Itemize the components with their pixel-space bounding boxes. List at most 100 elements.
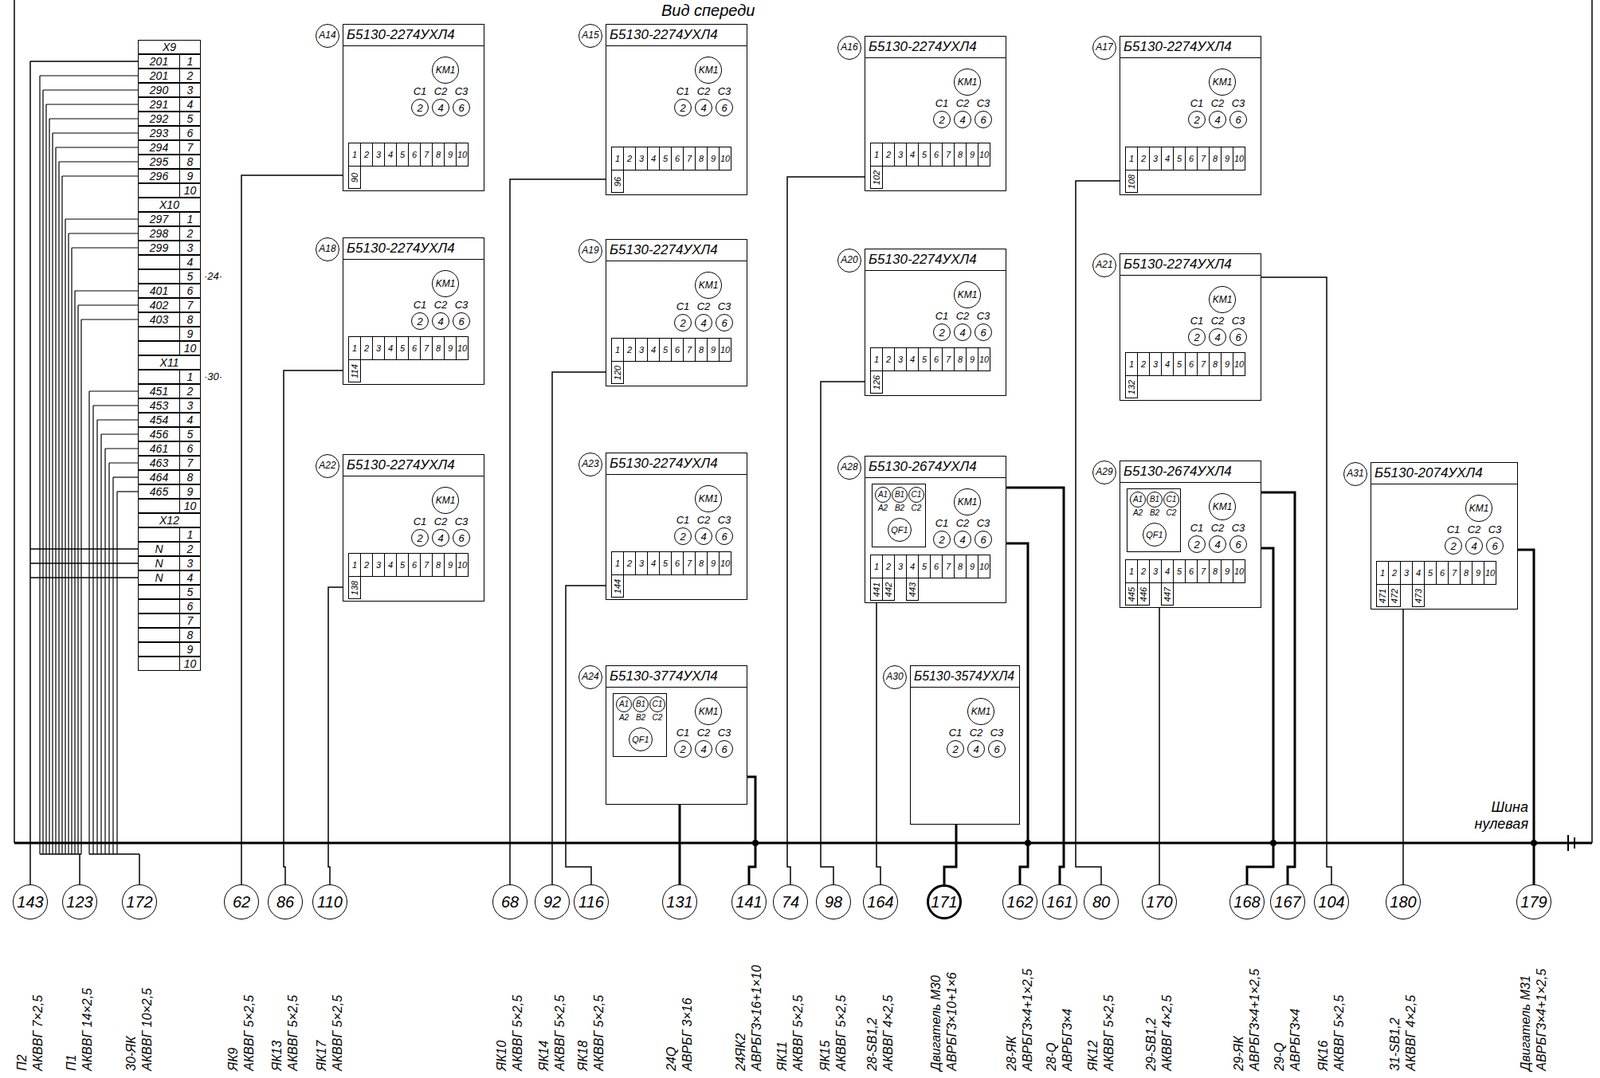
contact-label: C3	[1484, 523, 1506, 536]
pole-terminal: A1	[1129, 491, 1146, 508]
wire-number: 453	[137, 398, 181, 413]
wire-number-cell: 446	[1137, 582, 1150, 606]
contact-terminal-text: 4	[1214, 539, 1220, 550]
strip-number: 10	[718, 337, 732, 362]
strip-number: 7	[419, 142, 433, 167]
terminal-block-header: X9	[137, 39, 201, 55]
contact-terminal: 6	[715, 313, 734, 332]
strip-number: 9	[965, 142, 979, 167]
pole-label: A2	[1129, 508, 1147, 518]
contact-terminal: 4	[1208, 328, 1227, 346]
wire	[116, 491, 118, 855]
contact-terminal-text: 4	[700, 744, 706, 755]
wire-number: 290	[137, 82, 181, 98]
wire-number: 445	[1126, 586, 1137, 601]
contact-terminal: 6	[1486, 537, 1504, 555]
contact-label: C3	[1227, 97, 1249, 110]
terminal-number: 1	[179, 527, 201, 542]
strip-number: 3	[894, 347, 907, 372]
title-rule	[343, 475, 484, 477]
contact-terminal-text: 6	[1235, 539, 1241, 550]
contact-label: C1	[945, 726, 966, 739]
equipment-module: A31Б5130-2074УХЛ4C1C2C312345678910471472…	[1370, 462, 1518, 610]
cable-number: 123	[62, 884, 98, 920]
cable-number: 141	[731, 884, 767, 920]
contact-terminal: 6	[452, 529, 471, 547]
wire	[112, 477, 114, 855]
terminal-number: 2	[179, 226, 201, 241]
terminal-number: 4	[179, 254, 201, 270]
wire	[58, 161, 59, 855]
terminal-cell	[137, 183, 181, 198]
module-type: Б5130-2274УХЛ4	[346, 457, 455, 474]
contact-terminal-text: 4	[959, 114, 965, 126]
cable-number: 172	[121, 884, 157, 920]
contact-terminal-text: 6	[458, 316, 464, 327]
wire-number: 201	[137, 54, 181, 69]
wire-number: 292	[137, 111, 181, 126]
pole-label: C2	[907, 503, 926, 514]
contact-terminal-text: 2	[679, 531, 686, 542]
cable-number: 62	[223, 884, 259, 920]
strip-number: 2	[1137, 146, 1150, 171]
contact-label: C3	[1227, 521, 1249, 534]
pole-terminal: C1	[908, 486, 925, 503]
wire-number-cell: 90	[348, 165, 361, 189]
ground-mark	[1573, 837, 1576, 849]
strip-number: 6	[1184, 559, 1198, 584]
contactor-symbol-text: KM1	[698, 706, 719, 717]
strip-number: 2	[882, 554, 895, 579]
contact-label: C3	[450, 298, 472, 311]
terminal-number: 6	[179, 441, 201, 456]
contact-terminal-text: 2	[416, 533, 423, 544]
cable-wire	[1261, 277, 1332, 885]
strip-number: 5	[1172, 559, 1186, 584]
breaker-symbol-text: QF1	[1145, 530, 1163, 540]
terminal-number: 8	[179, 470, 201, 485]
strip-number: 4	[1160, 352, 1174, 377]
wire	[71, 247, 138, 248]
wire-number: 138	[349, 580, 360, 595]
ground-mark	[1567, 835, 1569, 851]
cable-number-text: 86	[276, 894, 295, 910]
strip-number: 9	[443, 142, 457, 167]
strip-number: 3	[1400, 560, 1413, 585]
contact-label: C2	[693, 85, 714, 98]
wire	[77, 305, 79, 855]
terminal-number: 4	[179, 412, 201, 428]
strip-number: 3	[372, 142, 385, 167]
wire-number: 102	[871, 169, 882, 185]
cable-number-text: 164	[866, 894, 894, 910]
wire-number: 132	[1126, 379, 1137, 394]
wire-number: 464	[137, 470, 181, 485]
cable-name: ЯК10	[494, 1040, 510, 1071]
wire	[67, 233, 69, 855]
module-type: Б5130-2274УХЛ4	[609, 455, 718, 472]
wire	[109, 462, 138, 463]
wire-number: 291	[137, 97, 181, 112]
wire	[68, 232, 138, 234]
strip-number: 9	[1471, 560, 1485, 585]
strip-number: 2	[1137, 559, 1150, 584]
terminal-number: 9	[179, 168, 201, 184]
wire-number-cell: 447	[1160, 582, 1174, 606]
cable-number-text: 80	[1092, 894, 1110, 910]
cable-number-text: 170	[1145, 894, 1173, 910]
strip-number: 6	[407, 336, 421, 361]
module-tag: A30	[882, 665, 907, 690]
terminal-cell	[137, 613, 181, 628]
strip-number: 1	[611, 337, 624, 362]
cable-number-text: 162	[1006, 894, 1033, 910]
strip-number: 3	[1149, 352, 1162, 377]
contact-terminal-text: 2	[938, 534, 945, 546]
contactor-symbol-text: KM1	[1212, 294, 1233, 305]
wire	[97, 419, 138, 420]
strip-number: 4	[905, 554, 919, 579]
strip-number: 5	[658, 337, 672, 362]
contactor-symbol: KM1	[953, 68, 981, 96]
wire-number-cell: 472	[1388, 584, 1401, 608]
pole-terminal-text: B1	[894, 490, 905, 499]
pole-terminal-text: A1	[878, 490, 888, 499]
strip-number: 9	[965, 347, 979, 372]
cable-type: АКВВГ 4×2,5	[1403, 995, 1419, 1071]
